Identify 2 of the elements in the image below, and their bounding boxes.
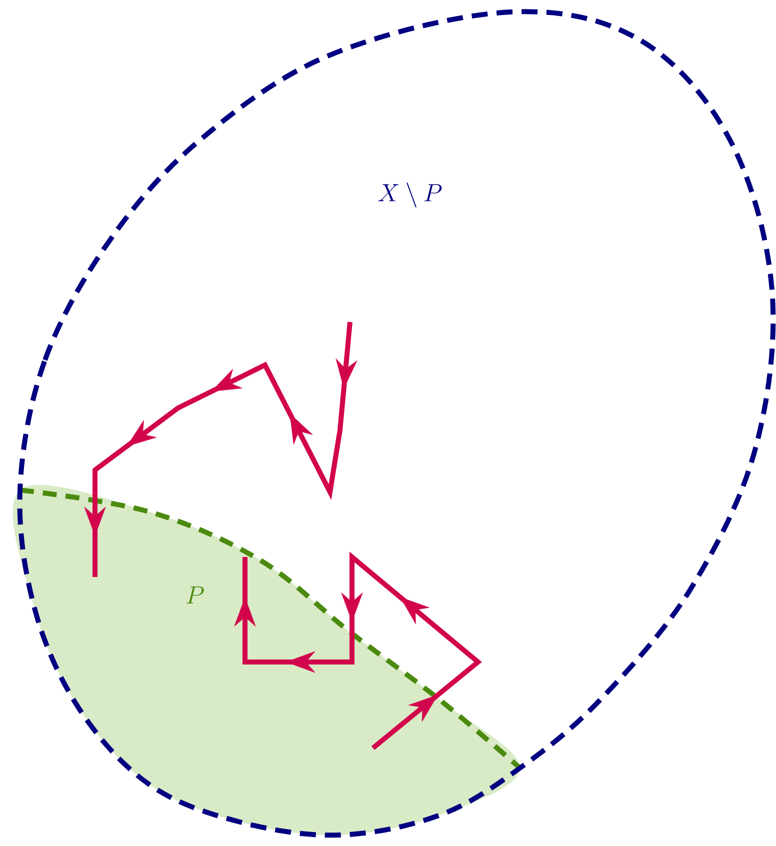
region-label: $P$ [186,586,204,604]
region-label: $X \setminus P$ [378,182,442,208]
